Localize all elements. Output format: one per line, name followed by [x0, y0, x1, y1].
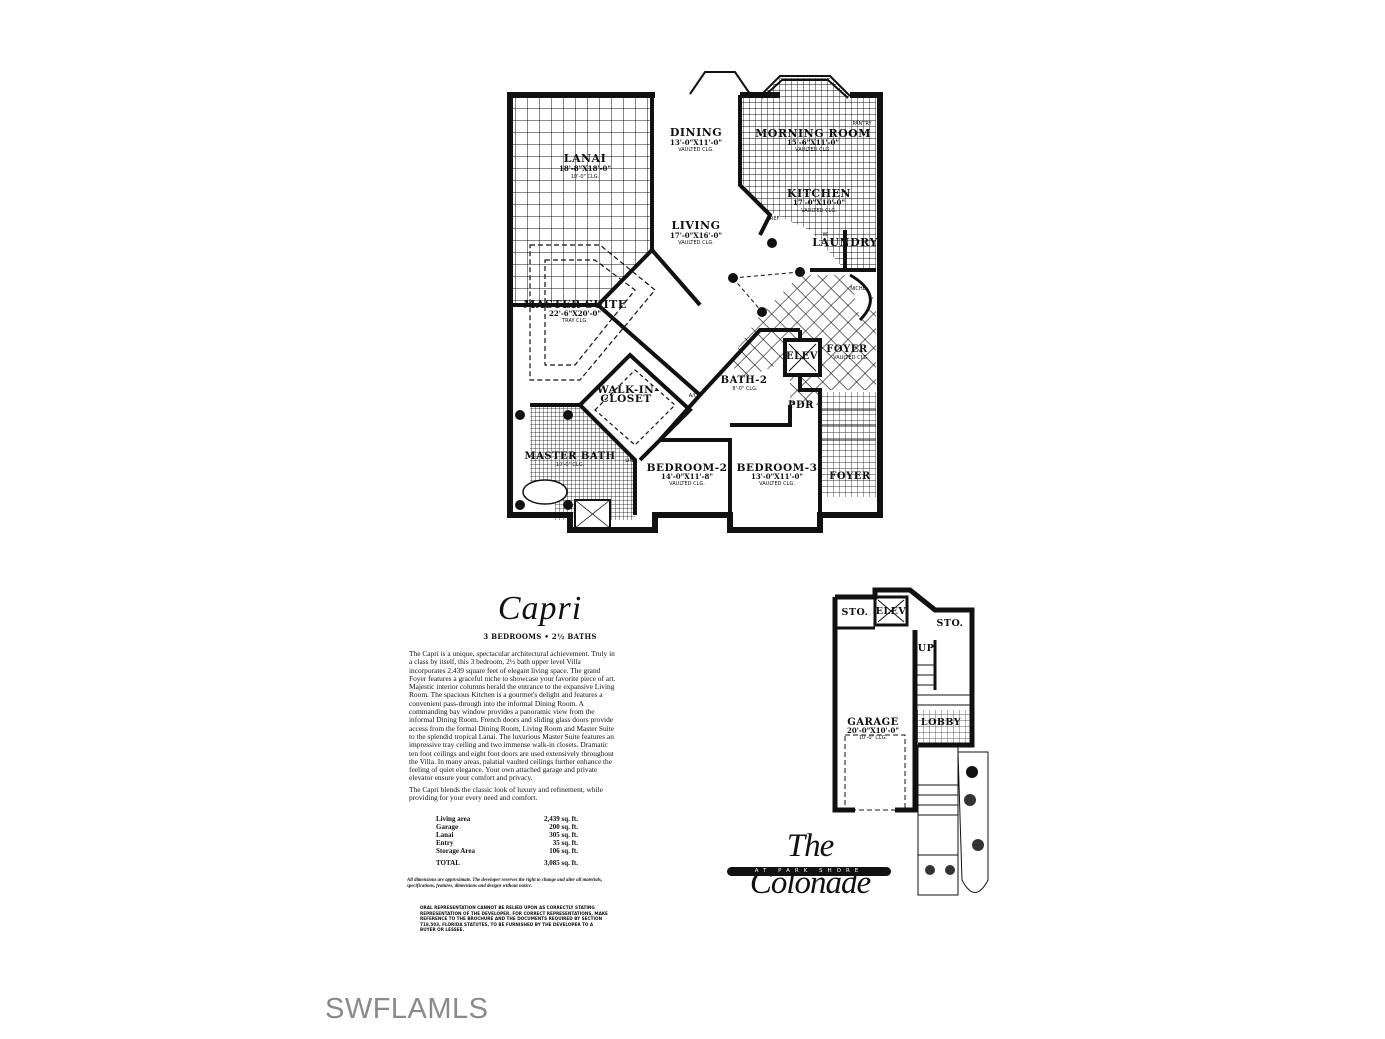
room-label-walk-in-closet: WALK-IN-: [596, 384, 659, 396]
svg-text:VAULTED CLG.: VAULTED CLG.: [833, 355, 869, 361]
linen-label: LIN.: [625, 458, 635, 464]
svg-text:VAULTED CLG.: VAULTED CLG.: [759, 481, 795, 487]
lobby-label: LOBBY: [921, 717, 961, 728]
pantry-label: PANTRY: [852, 121, 872, 127]
ref-label: REF.: [770, 216, 781, 222]
lobby-sto-label: STO.: [937, 618, 964, 629]
room-label-master-suite: MASTER SUITE: [523, 298, 626, 311]
kitchen-floor: [740, 78, 876, 270]
room-label-morning-room: MORNING ROOM: [755, 127, 871, 140]
washer-label: W: [823, 232, 828, 238]
svg-text:13'-0"X11'-0": 13'-0"X11'-0": [670, 138, 722, 147]
room-label-bath-2: BATH-2: [721, 375, 768, 386]
garage-label: GARAGE: [847, 717, 899, 728]
description-paragraph: The Capri is a unique, spectacular archi…: [409, 649, 616, 783]
svg-text:22'-6"X20'-0": 22'-6"X20'-0": [549, 309, 601, 318]
svg-text:13'-0"X11'-0": 13'-0"X11'-0": [751, 472, 803, 481]
room-label-elev: ELEV: [786, 351, 818, 362]
ac-label: A/C: [689, 393, 698, 399]
svg-text:VAULTED CLG.: VAULTED CLG.: [678, 240, 714, 246]
svg-text:VAULTED CLG.: VAULTED CLG.: [801, 208, 837, 214]
legal-notice: ORAL REPRESENTATION CANNOT BE RELIED UPO…: [420, 905, 608, 932]
model-name-title: Capri: [497, 590, 583, 627]
svg-text:17'-0"X10'-0": 17'-0"X10'-0": [793, 198, 845, 207]
svg-text:10'-0" CLG.: 10'-0" CLG.: [571, 174, 600, 180]
room-label-master-bath: MASTER BATH: [525, 451, 616, 462]
svg-text:17'-0"X16'-0": 17'-0"X16'-0": [670, 231, 722, 240]
svg-text:8'-0" CLG.: 8'-0" CLG.: [732, 386, 758, 392]
mls-watermark: SWFLAMLS: [325, 993, 489, 1025]
dimensions-disclaimer: All dimensions are approximate. The deve…: [407, 878, 603, 889]
lanai-floor: [510, 95, 652, 305]
room-label-foyer-upper: FOYER: [826, 344, 868, 355]
bed-bath-subtitle: 3 BEDROOMS • 2½ BATHS: [483, 632, 597, 641]
svg-text:TRAY CLG.: TRAY CLG.: [561, 318, 588, 324]
svg-text:15'-6"X11'-0": 15'-6"X11'-0": [787, 138, 839, 147]
svg-text:14'-0"X11'-8": 14'-0"X11'-8": [661, 472, 713, 481]
model-description: The Capri is a unique, spectacular archi…: [409, 649, 617, 805]
garage-sto-label: STO.: [842, 607, 869, 618]
svg-text:VAULTED CLG.: VAULTED CLG.: [795, 147, 831, 153]
room-label-bedroom-3: BEDROOM-3: [737, 462, 818, 474]
room-label-dining: DINING: [670, 126, 722, 139]
colonade-logo: The Colonade: [749, 828, 871, 901]
svg-text:10'-0" CLG.: 10'-0" CLG.: [556, 462, 585, 468]
garage-elev-label: ELEV: [876, 606, 907, 617]
svg-text:VAULTED CLG.: VAULTED CLG.: [669, 481, 705, 487]
room-label-foyer-lower: FOYER: [829, 471, 871, 482]
room-label-laundry: LAUNDRY: [812, 236, 878, 249]
room-label-lanai: LANAI: [564, 152, 607, 165]
svg-text:CLOSET: CLOSET: [600, 393, 651, 405]
room-label-living: LIVING: [671, 219, 720, 232]
svg-text:18'-8"X18'-0": 18'-8"X18'-0": [559, 164, 611, 173]
svg-text:10'-0" CLG.: 10'-0" CLG.: [859, 735, 888, 741]
svg-text:VAULTED CLG.: VAULTED CLG.: [678, 147, 714, 153]
room-label-kitchen: KITCHEN: [787, 187, 851, 200]
room-label-pdr: PDR: [788, 400, 814, 411]
colonade-logo-band: AT PARK SHORE: [727, 867, 891, 876]
svg-text:20'-0"X10'-0": 20'-0"X10'-0": [847, 726, 899, 735]
niche-label: NICHE: [850, 286, 866, 292]
description-paragraph: The Capri blends the classic look of lux…: [409, 784, 603, 803]
room-label-bedroom-2: BEDROOM-2: [647, 462, 728, 474]
stair-up-label: UP: [918, 643, 934, 654]
